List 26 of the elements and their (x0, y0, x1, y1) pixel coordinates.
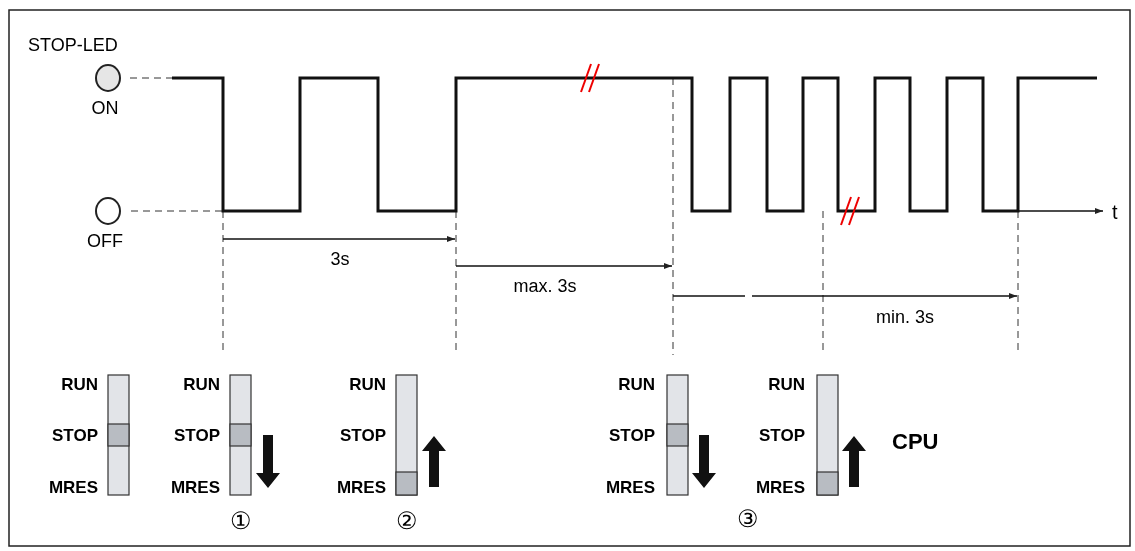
position-label: STOP (340, 426, 386, 444)
position-label: MRES (605, 478, 655, 496)
duration-label: max. 3s (513, 277, 577, 295)
position-label: MRES (48, 478, 98, 496)
device-label: CPU (892, 431, 939, 453)
signal-name: STOP-LED (28, 36, 118, 54)
position-label: STOP (174, 426, 220, 444)
position-label: STOP (609, 426, 655, 444)
position-label: STOP (759, 426, 805, 444)
duration-label: min. 3s (876, 308, 934, 326)
position-label: RUN (768, 375, 805, 393)
position-label: MRES (170, 478, 220, 496)
state-label: OFF (87, 232, 123, 250)
position-label: MRES (336, 478, 386, 496)
step-number: ③ (737, 507, 759, 531)
position-label: MRES (755, 478, 805, 496)
position-label: STOP (52, 426, 98, 444)
position-label: RUN (618, 375, 655, 393)
position-label: RUN (183, 375, 220, 393)
position-label: RUN (349, 375, 386, 393)
state-label: ON (91, 99, 119, 117)
step-number: ① (230, 509, 252, 533)
axis-label: t (1112, 202, 1118, 222)
duration-label: 3s (330, 250, 350, 268)
position-label: RUN (61, 375, 98, 393)
step-number: ② (396, 509, 418, 533)
